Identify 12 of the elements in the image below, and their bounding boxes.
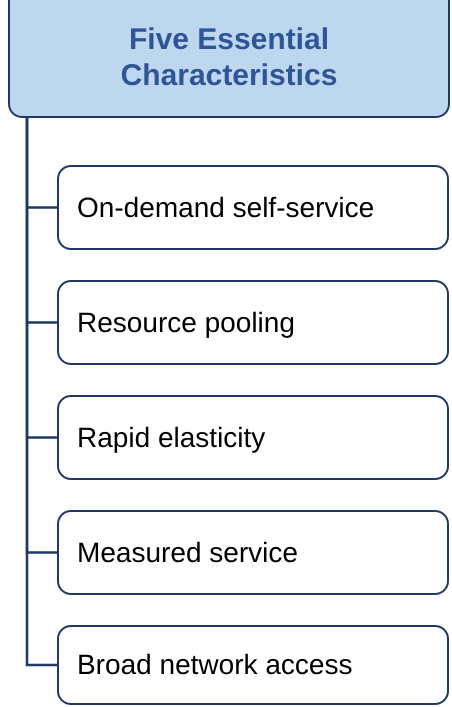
header-box bbox=[8, 0, 450, 118]
item-text: Rapid elasticity bbox=[77, 422, 266, 454]
header-text: Five Essential Characteristics bbox=[120, 22, 338, 94]
item-text: Resource pooling bbox=[77, 306, 295, 338]
item-box bbox=[57, 510, 449, 595]
item-box bbox=[57, 280, 449, 365]
item-text: Broad network access bbox=[77, 649, 352, 681]
item-text: Measured service bbox=[77, 536, 298, 568]
item-box bbox=[57, 625, 449, 705]
item-box bbox=[57, 165, 449, 250]
item-text: On-demand self-service bbox=[77, 192, 374, 224]
item-box bbox=[57, 395, 449, 480]
